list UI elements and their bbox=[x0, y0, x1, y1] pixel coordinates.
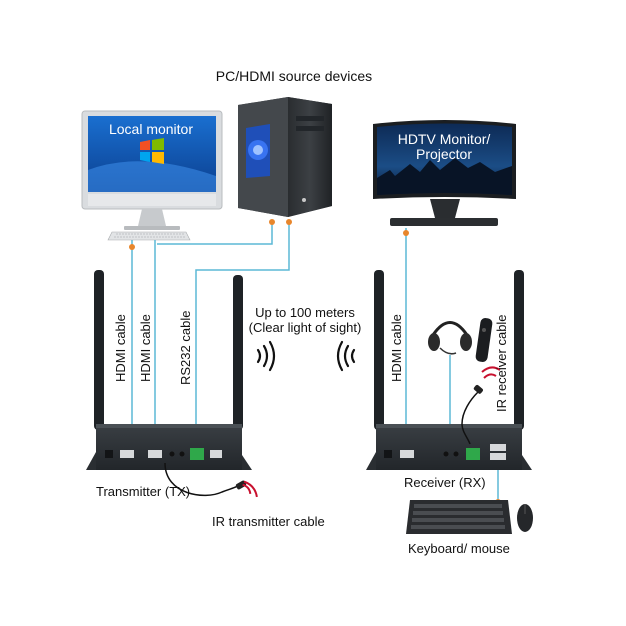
receiver-device bbox=[366, 270, 532, 470]
keyboard-icon bbox=[406, 500, 512, 534]
receiver-label: Receiver (RX) bbox=[404, 475, 486, 490]
remote-control-icon bbox=[475, 318, 493, 362]
distance-label-line1: Up to 100 meters bbox=[255, 305, 355, 320]
local-keyboard bbox=[107, 231, 191, 241]
windows-logo-icon bbox=[140, 138, 164, 164]
headset-icon bbox=[428, 321, 472, 355]
tx-hdmi-cable-label-2: HDMI cable bbox=[138, 314, 153, 382]
hdtv-monitor bbox=[373, 120, 516, 226]
rx-hdmi-cable-label: HDMI cable bbox=[389, 314, 404, 382]
transmitter-device bbox=[86, 270, 252, 470]
wireless-signal-icon bbox=[256, 340, 276, 372]
local-monitor-label: Local monitor bbox=[108, 121, 194, 137]
ir-receiver-cable bbox=[461, 366, 501, 445]
ir-transmitter-cable bbox=[164, 462, 258, 498]
hdtv-monitor-label-line2: Projector bbox=[415, 146, 473, 162]
ir-receiver-cable-label: IR receiver cable bbox=[494, 314, 509, 412]
hdtv-monitor-label-line1: HDTV Monitor/ bbox=[397, 131, 491, 147]
transmitter-label: Transmitter (TX) bbox=[96, 484, 191, 499]
tx-rs232-cable-label: RS232 cable bbox=[178, 310, 193, 385]
keyboard-mouse-label: Keyboard/ mouse bbox=[408, 541, 510, 556]
tx-hdmi-cable-label-1: HDMI cable bbox=[113, 314, 128, 382]
mouse-icon bbox=[517, 504, 533, 532]
wireless-signal-icon-rx bbox=[336, 340, 356, 372]
ir-transmitter-cable-label: IR transmitter cable bbox=[212, 514, 325, 529]
ir-receiver-signal-icon bbox=[481, 366, 501, 379]
pc-tower bbox=[238, 97, 332, 217]
cables bbox=[131, 220, 499, 510]
ir-signal-icon bbox=[242, 480, 258, 498]
local-monitor bbox=[81, 110, 223, 230]
source-devices-label: PC/HDMI source devices bbox=[215, 68, 373, 84]
distance-label-line2: (Clear light of sight) bbox=[248, 320, 362, 335]
